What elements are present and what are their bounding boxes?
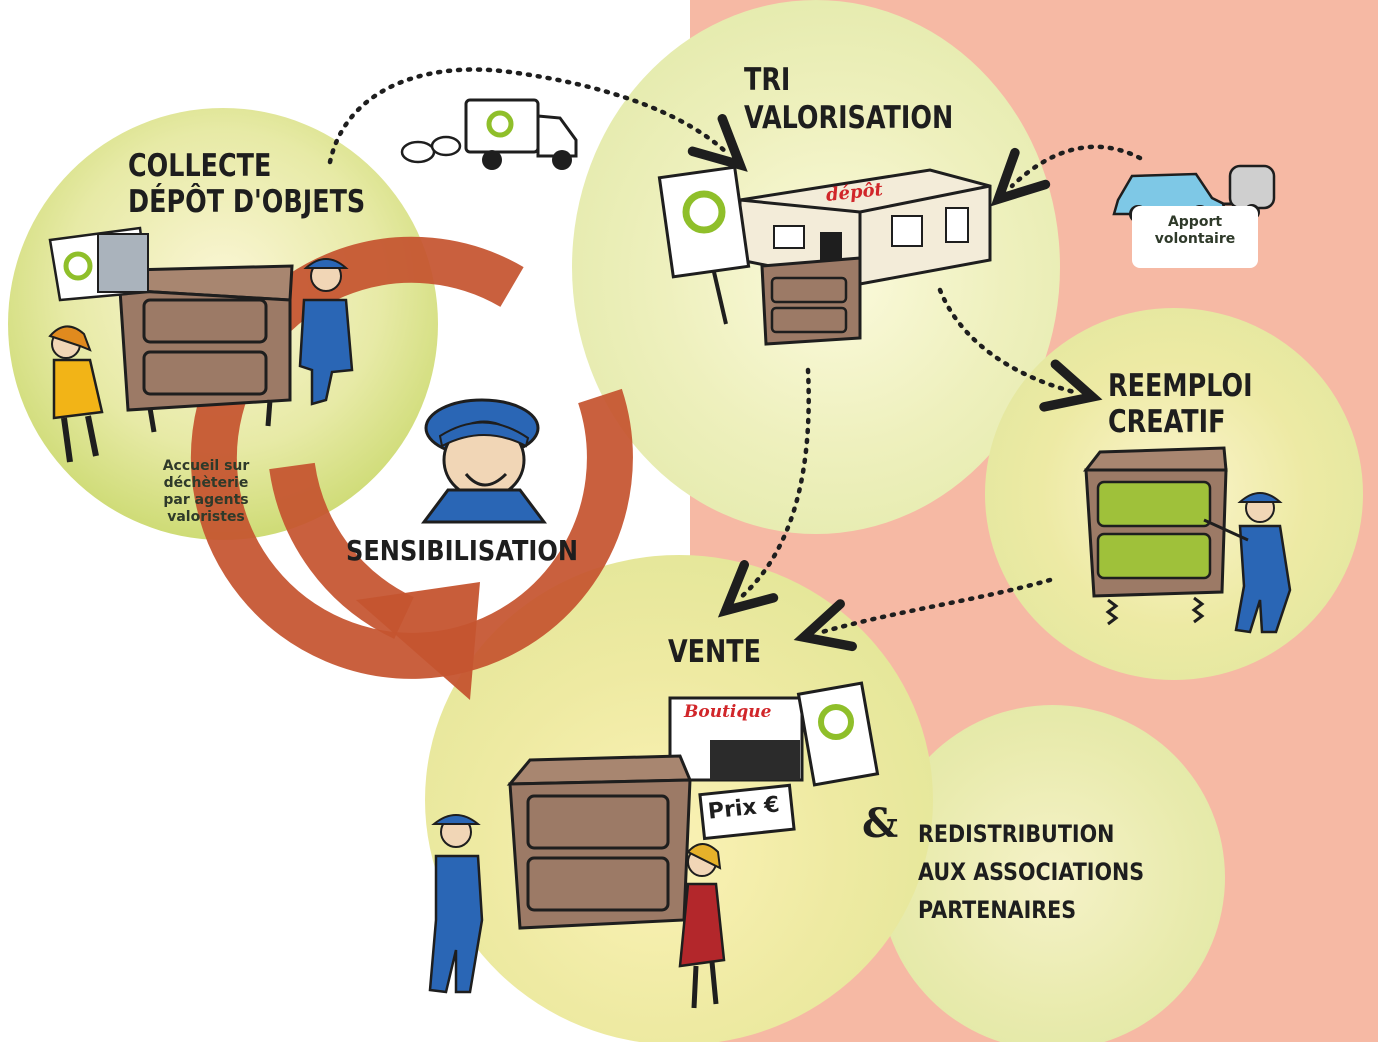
boutique-sign-label: Boutique xyxy=(684,702,772,722)
vente-agent-figure-icon xyxy=(428,814,484,994)
apport-label: Apport volontaire xyxy=(1132,214,1258,248)
collecte-note-line2: déchèterie xyxy=(163,475,249,492)
redistribution-line1: REDISTRIBUTION xyxy=(918,820,1115,848)
redistribution-line3: PARTENAIRES xyxy=(918,896,1077,924)
apport-label-line1: Apport xyxy=(1167,214,1223,230)
apport-to-tri-arrow xyxy=(990,144,1143,207)
redistribution-line2: AUX ASSOCIATIONS xyxy=(918,858,1145,886)
tri-to-reemploi-arrow xyxy=(937,287,1103,412)
dotted-flow-arrows xyxy=(327,67,1143,652)
vente-customer-figure-icon xyxy=(678,843,726,1009)
collecte-cabinet-icon xyxy=(117,264,294,433)
tri-title-line1: TRI xyxy=(744,62,791,98)
depot-building-icon xyxy=(657,165,992,346)
woman-figure-icon xyxy=(48,325,104,463)
reemploi-title-line1: REEMPLOI xyxy=(1108,368,1253,404)
tri-to-vente-arrow xyxy=(717,367,811,618)
truck-icon xyxy=(400,98,578,170)
cycle-arrow xyxy=(190,236,633,700)
vente-title: VENTE xyxy=(668,634,762,670)
vente-shop-icon xyxy=(668,681,880,841)
collecte-title-line2: DÉPÔT D'OBJETS xyxy=(128,184,366,220)
reemploi-cabinet-icon xyxy=(1082,446,1292,634)
redistribution-bubble xyxy=(880,705,1225,1042)
sensibilisation-face-icon xyxy=(421,398,547,524)
collecte-container-icon xyxy=(48,226,150,302)
reemploi-to-vente-arrow xyxy=(793,577,1053,652)
collecte-title-line1: COLLECTE xyxy=(128,148,272,184)
apport-tag xyxy=(1132,206,1258,268)
collecte-note: Accueil sur déchèterie par agents valori… xyxy=(128,458,284,526)
collecte-to-tri-arrow xyxy=(327,67,748,172)
collecte-note-line1: Accueil sur xyxy=(162,458,250,474)
tri-title-line2: VALORISATION xyxy=(744,100,954,136)
agent-figure-icon xyxy=(298,258,354,406)
sensibilisation-title: SENSIBILISATION xyxy=(346,534,578,567)
collecte-note-line3: par agents xyxy=(163,492,249,509)
reemploi-title-line2: CREATIF xyxy=(1108,404,1226,440)
collecte-note-line4: valoristes xyxy=(167,509,245,526)
ampersand: & xyxy=(862,800,899,847)
apport-label-line2: volontaire xyxy=(1154,231,1236,248)
vente-cabinet-icon xyxy=(506,754,693,930)
